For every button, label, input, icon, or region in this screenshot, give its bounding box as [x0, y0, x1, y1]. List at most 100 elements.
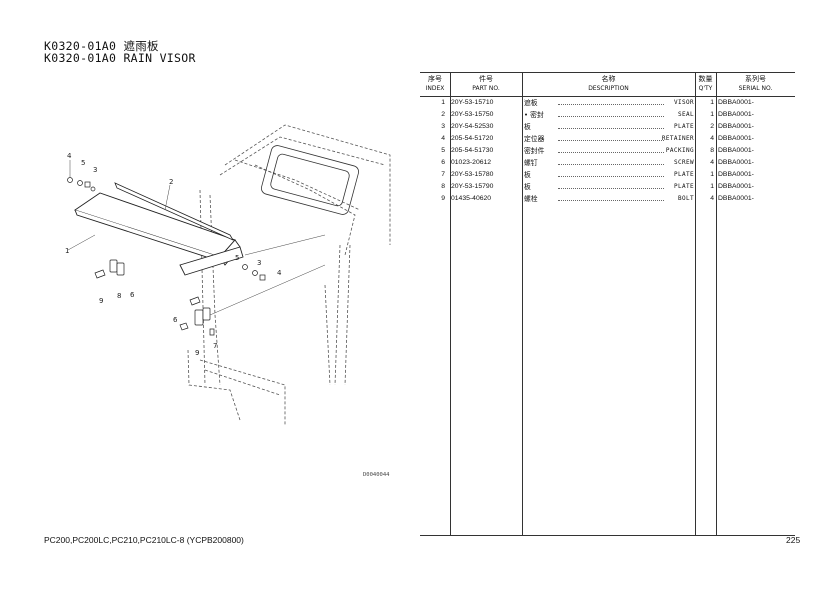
- footer-models: PC200,PC200LC,PC210,PC210LC-8 (YCPB20080…: [44, 535, 244, 545]
- table-row: 9 01435-40620 螺栓 BOLT 4 DBBA0001-: [420, 193, 795, 205]
- row-desc-en: PLATE: [673, 123, 694, 130]
- row-index: 1: [441, 99, 445, 106]
- row-qty: 1: [710, 99, 714, 106]
- row-desc-cn: 螺钉: [524, 159, 538, 167]
- row-index: 8: [441, 183, 445, 190]
- row-qty: 1: [710, 171, 714, 178]
- callout-2: 2: [169, 178, 173, 186]
- row-description: 螺栓 BOLT: [524, 193, 694, 205]
- hardware-parts: [67, 177, 266, 336]
- row-qty: 4: [710, 195, 714, 202]
- row-index: 5: [441, 147, 445, 154]
- row-part-no: 20Y-54-52530: [451, 123, 494, 130]
- row-desc-cn: 板: [524, 183, 531, 191]
- row-qty: 1: [710, 111, 714, 118]
- row-index: 3: [441, 123, 445, 130]
- row-index: 9: [441, 195, 445, 202]
- row-desc-cn: 板: [524, 123, 531, 131]
- row-part-no: 205-54-51730: [451, 147, 494, 154]
- title-cn: K0320-01A0 遮雨板: [44, 39, 159, 53]
- row-description: 密封件 PACKING: [524, 145, 694, 157]
- table-row: 2 20Y-53-15750 • 密封 SEAL 1 DBBA0001-: [420, 109, 795, 121]
- row-qty: 1: [710, 183, 714, 190]
- row-desc-cn: 板: [524, 171, 531, 179]
- row-serial: DBBA0001-: [718, 171, 754, 178]
- table-row: 8 20Y-53-15790 板 PLATE 1 DBBA0001-: [420, 181, 795, 193]
- visor-part: [73, 192, 244, 276]
- row-qty: 4: [710, 135, 714, 142]
- callout-8: 8: [117, 292, 121, 300]
- row-desc-en: SCREW: [673, 159, 694, 166]
- row-serial: DBBA0001-: [718, 183, 754, 190]
- row-description: 板 PLATE: [524, 121, 694, 133]
- row-qty: 2: [710, 123, 714, 130]
- row-serial: DBBA0001-: [718, 195, 754, 202]
- row-serial: DBBA0001-: [718, 111, 754, 118]
- row-serial: DBBA0001-: [718, 135, 754, 142]
- row-index: 7: [441, 171, 445, 178]
- row-desc-en: BOLT: [677, 195, 694, 202]
- image-code: D0040044: [363, 472, 390, 478]
- page-number: 225: [786, 535, 801, 545]
- callout-3b: 3: [257, 259, 261, 267]
- row-part-no: 205-54-51720: [451, 135, 494, 142]
- page-title: K0320-01A0 遮雨板 K0320-01A0 RAIN VISOR: [44, 40, 196, 64]
- callout-6: 6: [173, 316, 178, 324]
- row-part-no: 20Y-53-15790: [451, 183, 494, 190]
- row-part-no: 20Y-53-15780: [451, 171, 494, 178]
- row-serial: DBBA0001-: [718, 147, 754, 154]
- callout-9: 9: [99, 297, 103, 305]
- row-index: 6: [441, 159, 445, 166]
- row-serial: DBBA0001-: [718, 99, 754, 106]
- table-row: 5 205-54-51730 密封件 PACKING 8 DBBA0001-: [420, 145, 795, 157]
- row-desc-cn: 螺栓: [524, 195, 538, 203]
- callout-5: 5: [81, 159, 85, 167]
- row-serial: DBBA0001-: [718, 159, 754, 166]
- seal-strip: [114, 182, 234, 241]
- callout-5b: 5: [235, 254, 239, 262]
- callout-6b: 6: [130, 291, 135, 299]
- rain-visor-exploded-diagram: 1 2 3 4 5 6 7 8 9 5 3 4 6 9: [65, 124, 391, 425]
- title-en: K0320-01A0 RAIN VISOR: [44, 51, 196, 65]
- row-desc-en: PACKING: [665, 147, 694, 154]
- row-desc-cn: 密封件: [524, 147, 545, 155]
- callout-4: 4: [67, 152, 72, 160]
- row-part-no: 01023-20612: [451, 159, 492, 166]
- callout-1: 1: [65, 247, 69, 255]
- row-part-no: 20Y-53-15750: [451, 111, 494, 118]
- row-desc-en: SEAL: [677, 111, 694, 118]
- row-index: 4: [441, 135, 445, 142]
- row-desc-cn: 定位器: [524, 135, 545, 143]
- cab-roof: [261, 145, 359, 215]
- row-desc-cn: • 密封: [524, 111, 544, 119]
- callout-4b: 4: [277, 269, 282, 277]
- row-qty: 8: [710, 147, 714, 154]
- callout-7: 7: [213, 342, 217, 350]
- row-desc-cn: 遮板: [524, 99, 538, 107]
- callout-3: 3: [93, 166, 97, 174]
- row-index: 2: [441, 111, 445, 118]
- row-description: 螺钉 SCREW: [524, 157, 694, 169]
- row-description: 板 PLATE: [524, 181, 694, 193]
- row-desc-en: PLATE: [673, 183, 694, 190]
- row-part-no: 20Y-53-15710: [451, 99, 494, 106]
- row-part-no: 01435-40620: [451, 195, 492, 202]
- cab-frame: [187, 124, 391, 425]
- callout-9b: 9: [195, 349, 199, 357]
